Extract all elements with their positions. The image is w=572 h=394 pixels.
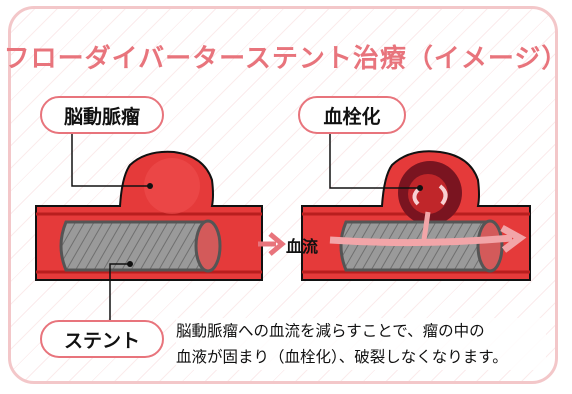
stent-leader [109,263,130,320]
diagram-title: フローダイバーターステント治療（イメージ） [3,44,569,74]
right-stent [339,219,504,273]
caption-line-1: 脳動脈瘤への血流を減らすことで、瘤の中の [176,322,485,340]
flow-label: 血流 [286,237,319,256]
aneurysm-leader [71,128,150,187]
aneurysm-label: 脳動脈瘤 [40,96,164,134]
thrombosis-leader [329,128,420,189]
caption: 脳動脈瘤への血流を減らすことで、瘤の中の 血液が固まり（血栓化）、破裂しなくなり… [176,318,546,370]
stent-label: ステント [40,320,164,358]
left-stent [59,219,222,273]
thrombosis-label: 血栓化 [298,96,406,134]
flow-arrow [329,234,513,247]
caption-line-2: 血液が固まり（血栓化）、破裂しなくなります。 [176,348,508,366]
